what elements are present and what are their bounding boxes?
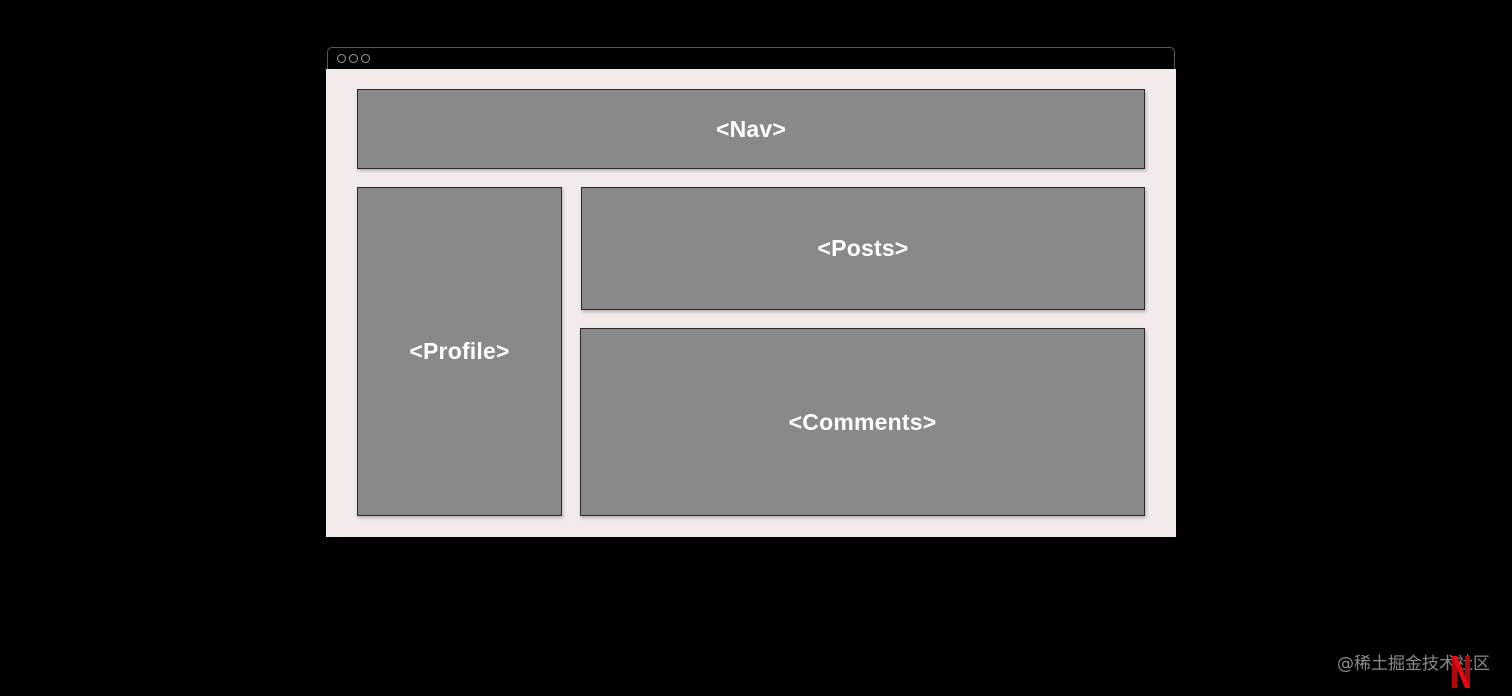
comments-label: <Comments> (788, 408, 937, 435)
profile-label: <Profile> (409, 338, 510, 364)
browser-window: <Nav> <Profile> <Posts> <Comments> (326, 47, 1176, 537)
window-maximize-icon[interactable] (361, 54, 370, 63)
watermark-text: @稀土掘金技术社区 (1337, 654, 1490, 674)
window-close-icon[interactable] (337, 54, 346, 63)
profile-component: <Profile> (357, 187, 562, 516)
posts-label: <Posts> (817, 235, 909, 261)
window-minimize-icon[interactable] (349, 54, 358, 63)
nav-label: <Nav> (715, 115, 787, 142)
nav-component: <Nav> (357, 89, 1145, 169)
posts-component: <Posts> (581, 187, 1145, 310)
window-titlebar (327, 47, 1175, 69)
netflix-logo-icon (1452, 656, 1470, 688)
comments-component: <Comments> (580, 328, 1145, 516)
page-viewport: <Nav> <Profile> <Posts> <Comments> (326, 69, 1176, 537)
